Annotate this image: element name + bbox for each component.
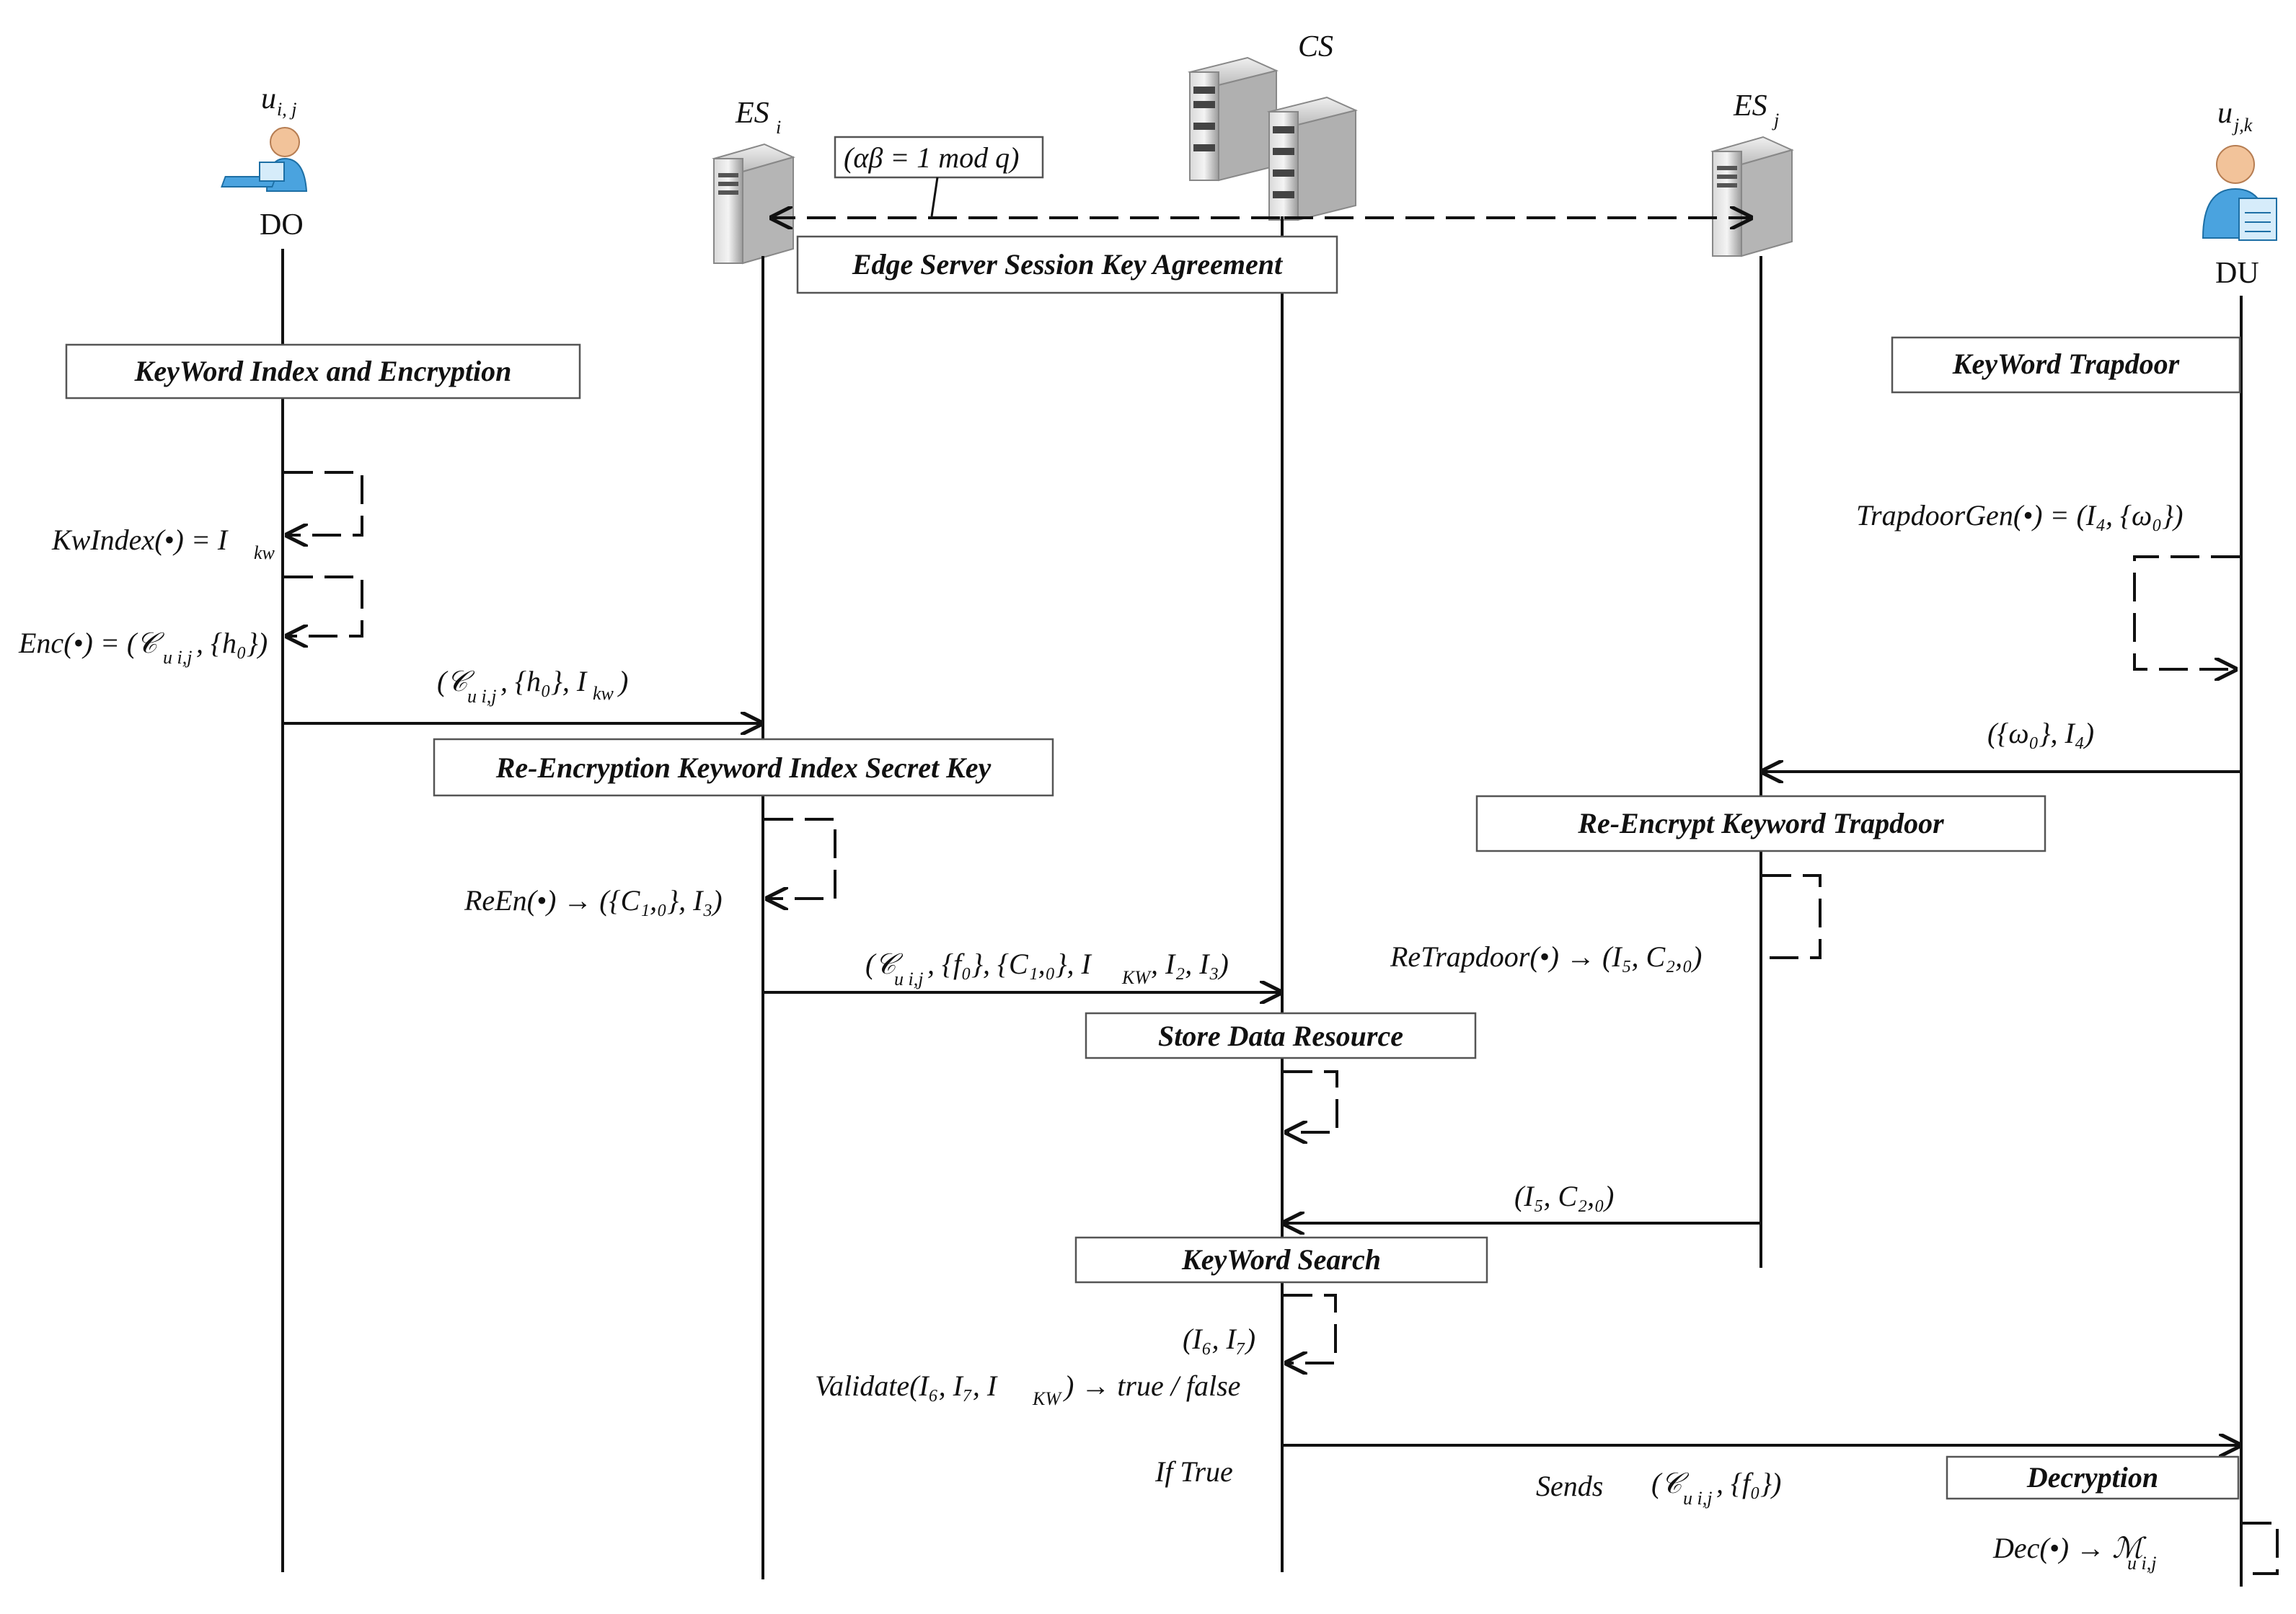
dec-subscript: u i,j (2127, 1553, 2156, 1574)
alpha-beta-callout: (αβ = 1 mod q) (834, 136, 1044, 217)
phase-kw-index: KeyWord Index and Encryption (65, 343, 581, 400)
msg-trap-label: ({ω₀}, I₄) (1987, 717, 2094, 749)
actor-esi: ES i (712, 97, 795, 265)
validate-formula: Validate(I₆, I₇, I KW ) → true / false (815, 1370, 1240, 1409)
msg2-subscript: u i,j (894, 969, 923, 989)
du-role-label: DU (2215, 257, 2259, 290)
msg2-end: , I₂, I₃) (1151, 948, 1229, 980)
sends-payload: (𝒞 u i,j , {f₀}) (1651, 1467, 1781, 1509)
enc-text: Enc(•) = (𝒞 (18, 627, 164, 659)
msg1-label: (𝒞 u i,j , {h₀}, I kw ) (437, 665, 628, 707)
phase-re-enc-index: Re-Encryption Keyword Index Secret Key (433, 738, 1054, 797)
actor-esj: ES j (1710, 89, 1794, 257)
msg1-end: ) (617, 665, 628, 697)
self-loop-enc (284, 576, 363, 636)
phase-re-enc-index-label: Re-Encryption Keyword Index Secret Key (495, 751, 992, 784)
msg1-subscript2: kw (593, 683, 614, 704)
server-icon-esi (712, 143, 795, 265)
esi-symbol: ES (735, 97, 769, 130)
self-loop-trapgen (2133, 555, 2240, 669)
self-loop-kwindex (284, 471, 363, 535)
du-symbol: u (2217, 97, 2233, 130)
validate-text: Validate(I₆, I₇, I (815, 1370, 998, 1402)
phase-re-enc-trapdoor: Re-Encrypt Keyword Trapdoor (1475, 795, 2046, 852)
trapgen-formula: TrapdoorGen(•) = (I₄, {ω₀}) (1856, 499, 2183, 532)
actor-du: u j,k DU (2202, 97, 2277, 290)
self-loop-retrap (1762, 874, 1822, 959)
esi-subscript: i (776, 117, 781, 138)
phase-store: Store Data Resource (1085, 1012, 1477, 1059)
server-icon-esj (1710, 136, 1794, 257)
msg2-subscript2: KW (1121, 967, 1152, 988)
alpha-beta-text: (αβ = 1 mod q) (844, 141, 1019, 174)
do-symbol: u (261, 82, 276, 115)
du-subscript: j,k (2232, 115, 2253, 136)
self-loop-reen (764, 818, 836, 899)
phase-store-label: Store Data Resource (1158, 1020, 1403, 1052)
user-icon-du (2202, 145, 2277, 241)
validate-subscript: KW (1032, 1388, 1062, 1409)
enc-tail: , {h₀}) (196, 627, 268, 659)
kwindex-formula: KwIndex(•) = I kw (51, 524, 275, 563)
reen-formula: ReEn(•) → ({C₁,₀}, I₃) (464, 884, 723, 917)
self-loop-search (1284, 1294, 1337, 1363)
cs-symbol: CS (1298, 30, 1333, 63)
phase-decryption-label: Decryption (2026, 1461, 2158, 1494)
enc-subscript: u i,j (163, 647, 192, 668)
phase-edge-session-label: Edge Server Session Key Agreement (852, 248, 1284, 281)
phase-kw-index-label: KeyWord Index and Encryption (134, 355, 512, 387)
do-role-label: DO (260, 208, 304, 242)
actor-do: u i, j DO (221, 82, 308, 242)
user-icon-do (221, 127, 308, 192)
phase-search-label: KeyWord Search (1181, 1243, 1381, 1276)
self-loop-store (1284, 1070, 1338, 1132)
phase-edge-session: Edge Server Session Key Agreement (796, 235, 1338, 294)
sends-label: Sends (1536, 1470, 1603, 1502)
retrap-formula: ReTrapdoor(•) → (I₅, C₂,₀) (1390, 940, 1702, 973)
sends-tail: , {f₀}) (1716, 1467, 1781, 1499)
msg2-label: (𝒞 u i,j , {f₀}, {C₁,₀}, I KW , I₂, I₃) (865, 948, 1229, 989)
self-loop-dec (2243, 1522, 2279, 1575)
msg2-tail: , {f₀}, {C₁,₀}, I (927, 948, 1092, 980)
do-subscript: i, j (277, 99, 296, 120)
kwindex-text: KwIndex(•) = I (51, 524, 229, 556)
enc-formula: Enc(•) = (𝒞 u i,j , {h₀}) (18, 627, 268, 668)
msg1-subscript: u i,j (467, 686, 496, 707)
validate-tail: ) → true / false (1063, 1370, 1240, 1402)
msg1-tail: , {h₀}, I (500, 665, 588, 697)
phase-search: KeyWord Search (1074, 1236, 1488, 1284)
esj-symbol: ES (1733, 89, 1767, 123)
dec-formula: Dec(•) → ℳ u i,j (1992, 1532, 2156, 1574)
kwindex-subscript: kw (254, 542, 275, 563)
iftrue-label: If True (1154, 1455, 1233, 1488)
phase-re-enc-trapdoor-label: Re-Encrypt Keyword Trapdoor (1577, 807, 1944, 839)
i6i7-label: (I₆, I₇) (1183, 1323, 1255, 1355)
msg3-label: (I₅, C₂,₀) (1514, 1180, 1614, 1212)
phase-kw-trapdoor: KeyWord Trapdoor (1891, 336, 2241, 394)
server-rack-icon-cs (1187, 56, 1359, 221)
sends-subscript: u i,j (1683, 1488, 1712, 1509)
actor-cs: CS (1187, 30, 1359, 221)
phase-decryption: Decryption (1946, 1455, 2240, 1500)
esj-subscript: j (1772, 110, 1779, 131)
phase-kw-trapdoor-label: KeyWord Trapdoor (1952, 348, 2180, 380)
dec-text: Dec(•) → ℳ (1992, 1532, 2147, 1564)
